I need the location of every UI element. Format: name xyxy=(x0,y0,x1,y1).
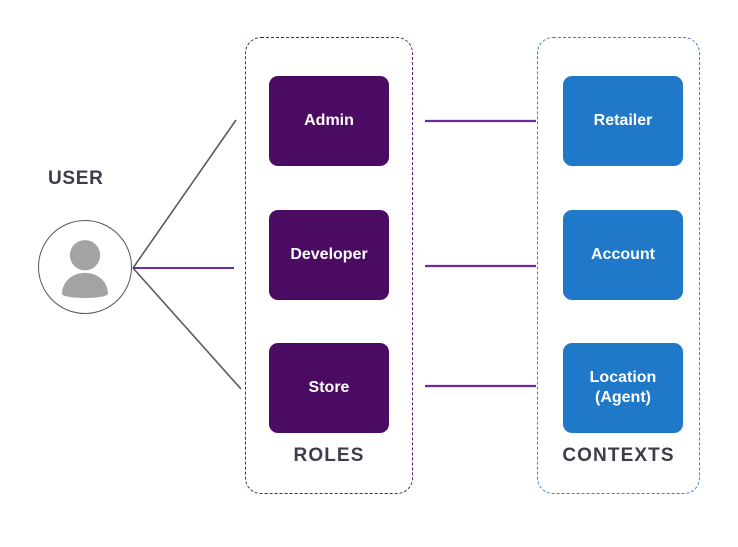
role-node-admin-label: Admin xyxy=(304,112,354,130)
context-node-account-label: Account xyxy=(591,246,655,264)
role-node-store[interactable]: Store xyxy=(269,343,389,433)
role-node-admin[interactable]: Admin xyxy=(269,76,389,166)
connector-user-store xyxy=(132,267,242,390)
role-node-developer-label: Developer xyxy=(290,246,368,264)
contexts-group-caption: CONTEXTS xyxy=(562,445,675,466)
connector-user-admin xyxy=(132,119,237,269)
context-node-account[interactable]: Account xyxy=(563,210,683,300)
context-node-retailer[interactable]: Retailer xyxy=(563,76,683,166)
roles-group-panel: ROLES xyxy=(245,37,413,494)
roles-group-caption: ROLES xyxy=(293,445,365,466)
context-node-retailer-label: Retailer xyxy=(593,112,653,130)
context-node-location-sublabel: (Agent) xyxy=(595,389,651,406)
context-node-location[interactable]: Location (Agent) xyxy=(563,343,683,433)
role-node-store-label: Store xyxy=(308,379,350,397)
contexts-group-panel: CONTEXTS xyxy=(537,37,700,494)
avatar xyxy=(38,220,132,314)
person-avatar-icon xyxy=(62,240,108,299)
user-label: USER xyxy=(48,168,104,189)
context-node-location-label: Location xyxy=(589,369,657,387)
role-node-developer[interactable]: Developer xyxy=(269,210,389,300)
